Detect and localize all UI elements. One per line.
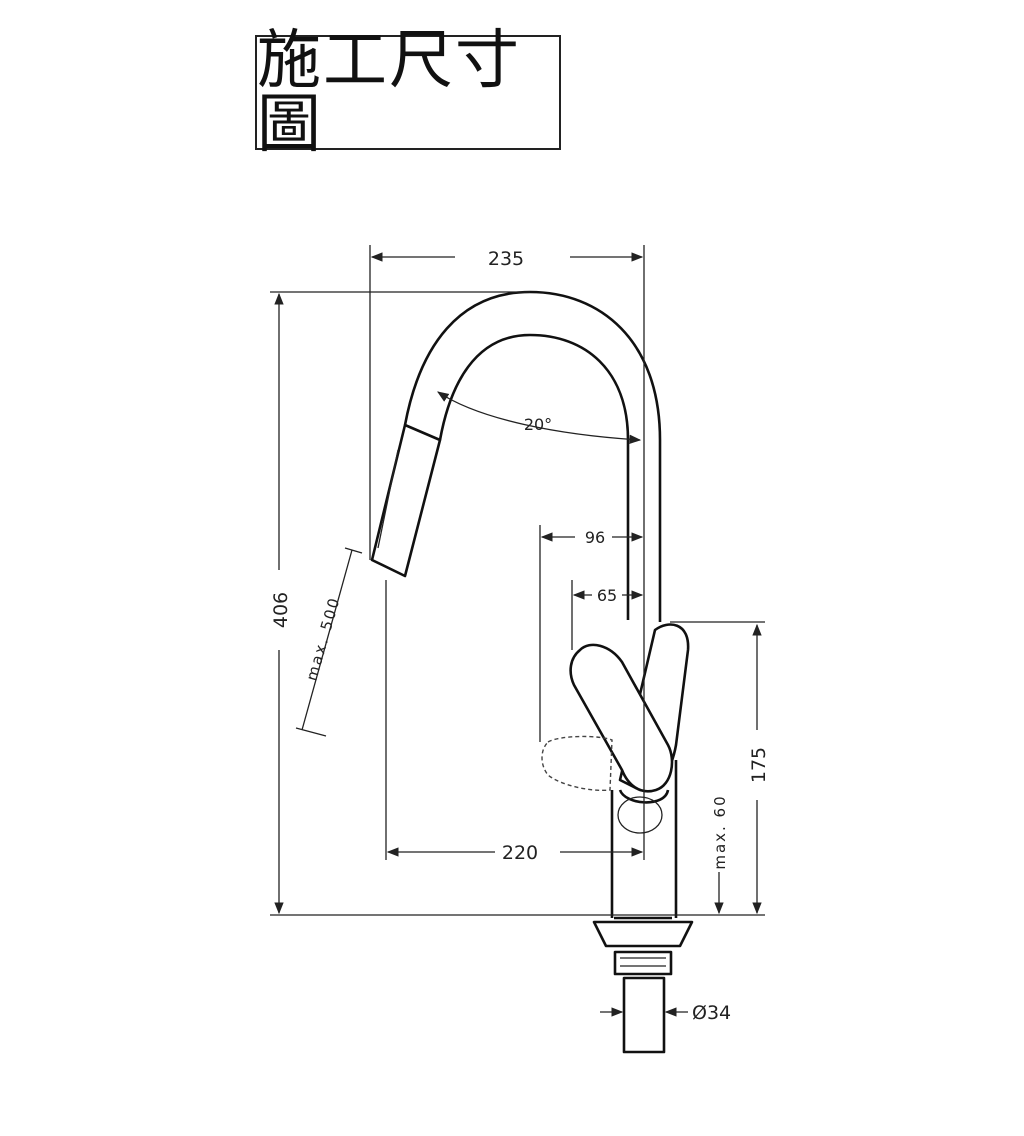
dim-500-tick-bottom: [295, 727, 327, 737]
label-220: 220: [502, 842, 538, 864]
extension-lines: [270, 245, 765, 916]
label-96: 96: [585, 528, 605, 547]
label-235: 235: [488, 248, 524, 270]
base-ring-circle: [617, 796, 663, 834]
dim-angle-arc: [437, 391, 642, 445]
label-max60: max. 60: [711, 794, 729, 869]
handle-base-ring: [618, 789, 670, 804]
dimension-lines: [274, 252, 762, 1017]
drawing-title-box: 施工尺寸圖: [255, 29, 561, 157]
faucet-body: [370, 290, 694, 1054]
dim-500-tick-top: [344, 547, 363, 554]
label-65: 65: [597, 586, 617, 605]
threaded-mount: [613, 950, 673, 976]
handle-lever: [569, 643, 674, 793]
drawing-title: 施工尺寸圖: [257, 23, 521, 162]
label-406: 406: [270, 592, 292, 628]
label-max500: max. 500: [303, 594, 344, 682]
lower-column: [610, 760, 678, 918]
supply-pipe: [622, 976, 666, 1054]
label-angle: 20°: [524, 415, 552, 434]
dimension-labels: 235 20° 96 65 220 406 175 max. 60 max. 5…: [270, 248, 770, 1024]
label-diameter: Ø34: [692, 1002, 731, 1024]
label-175: 175: [748, 747, 770, 783]
base-plate: [592, 920, 694, 948]
spray-head-detail: [377, 449, 399, 549]
spray-head: [370, 423, 442, 578]
handle-alt-position: [541, 735, 613, 792]
spout-inner-curve: [438, 333, 630, 620]
dim-500-line: [301, 549, 353, 731]
spout-outer-curve: [403, 290, 662, 622]
